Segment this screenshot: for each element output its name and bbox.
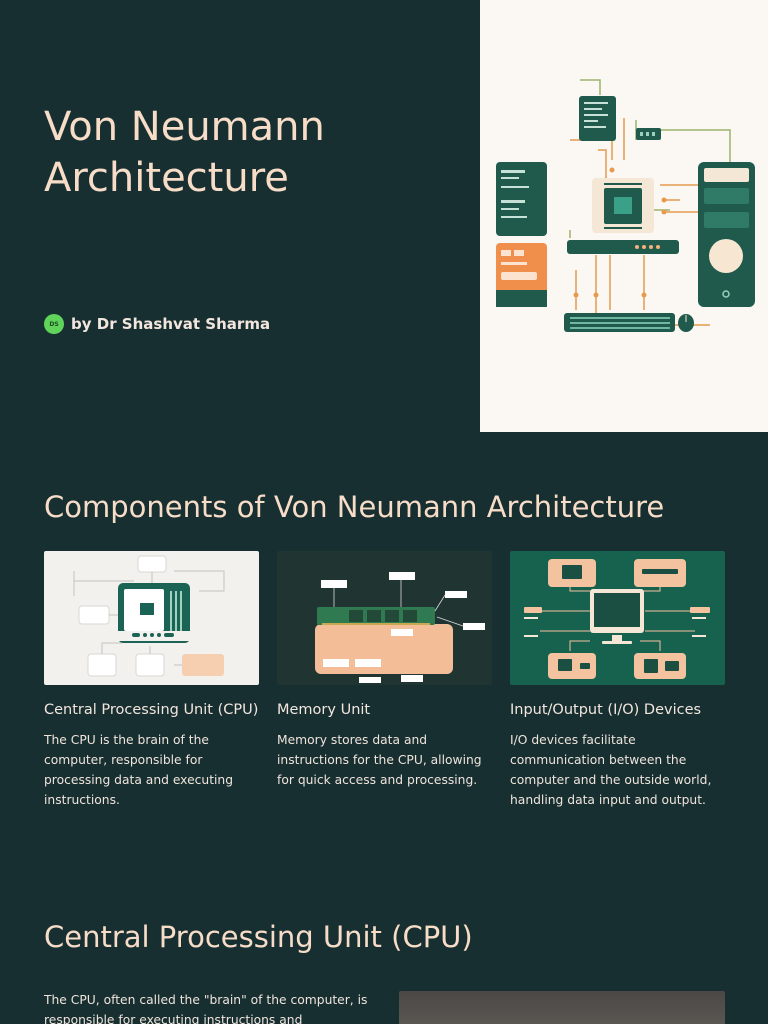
cpu-diagram-illustration (73, 555, 225, 677)
cpu-card-image (44, 551, 259, 685)
computer-system-illustration (496, 79, 755, 332)
component-card-io: Input/Output (I/O) Devices I/O devices f… (510, 551, 725, 810)
memory-card-description: Memory stores data and instructions for … (277, 733, 482, 787)
components-heading: Components of Von Neumann Architecture (44, 490, 665, 524)
hero-title: Von Neumann Architecture (44, 104, 325, 201)
io-card-title: Input/Output (I/O) Devices (510, 702, 702, 718)
avatar: DS (44, 314, 64, 334)
io-devices-illustration (524, 559, 710, 679)
memory-module-illustration (315, 572, 485, 683)
io-card-image (510, 551, 725, 685)
author-name: by Dr Shashvat Sharma (71, 315, 271, 333)
cpu-card-description: The CPU is the brain of the computer, re… (44, 733, 234, 807)
component-card-cpu: Central Processing Unit (CPU) The CPU is… (44, 551, 259, 810)
io-card-description: I/O devices facilitate communication bet… (510, 733, 712, 807)
cpu-section-heading: Central Processing Unit (CPU) (44, 920, 473, 954)
author-byline: DS by Dr Shashvat Sharma (44, 314, 270, 334)
cpu-card-title: Central Processing Unit (CPU) (44, 702, 259, 718)
architecture-illustration (480, 0, 768, 432)
component-card-memory: Memory Unit Memory stores data and instr… (277, 551, 492, 790)
cpu-section-intro: The CPU, often called the "brain" of the… (44, 993, 368, 1024)
components-cards: Central Processing Unit (CPU) The CPU is… (44, 551, 725, 821)
memory-card-title: Memory Unit (277, 702, 371, 718)
memory-card-image (277, 551, 492, 685)
cpu-section-photo (399, 991, 725, 1024)
hero-section: Von Neumann Architecture DS by Dr Shashv… (0, 0, 768, 432)
